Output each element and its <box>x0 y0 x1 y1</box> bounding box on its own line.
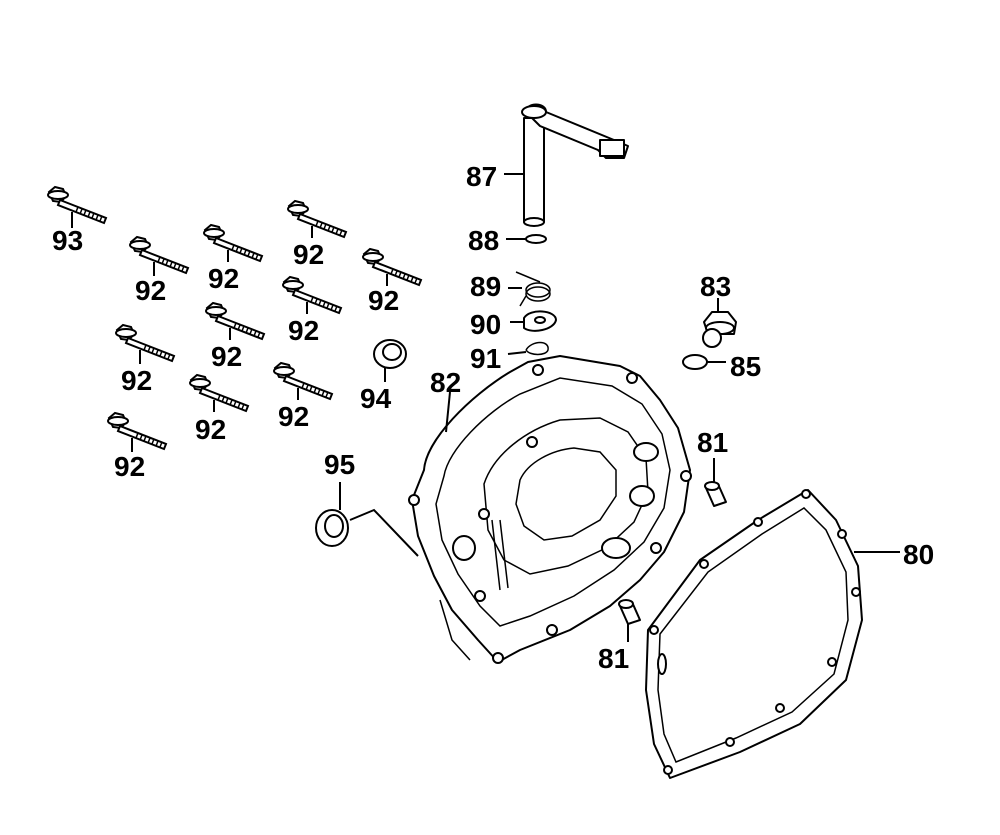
crankcase-cover-82 <box>408 355 692 664</box>
bolt-92-i <box>273 362 333 400</box>
label-93: 93 <box>52 225 83 256</box>
bolt-92-a <box>129 236 189 274</box>
label-88: 88 <box>468 225 499 256</box>
label-81-lower: 81 <box>598 643 629 674</box>
label-92-g: 92 <box>121 365 152 396</box>
label-85: 85 <box>730 351 761 382</box>
label-94: 94 <box>360 383 392 414</box>
label-92-i: 92 <box>278 401 309 432</box>
dowel-pin-81-upper <box>704 481 727 507</box>
circlip-91 <box>525 341 549 356</box>
leader-91 <box>507 351 527 355</box>
bolt-92-b <box>203 224 263 262</box>
label-90: 90 <box>470 309 501 340</box>
filler-cap-83 <box>702 311 737 348</box>
label-92-d: 92 <box>368 285 399 316</box>
bolt-92-h <box>189 374 249 412</box>
bolt-92-f <box>205 302 265 340</box>
oil-seal-95 <box>315 509 349 547</box>
label-92-f: 92 <box>211 341 242 372</box>
label-92-e: 92 <box>288 315 319 346</box>
label-92-a: 92 <box>135 275 166 306</box>
label-95: 95 <box>324 449 355 480</box>
label-82: 82 <box>430 367 461 398</box>
kick-shaft-87 <box>521 103 629 227</box>
label-81-upper: 81 <box>697 427 728 458</box>
gasket-80 <box>645 489 863 779</box>
oil-seal-94 <box>373 339 407 369</box>
bolt-92-e <box>282 276 342 314</box>
label-92-b: 92 <box>208 263 239 294</box>
o-ring-85 <box>682 354 708 370</box>
label-89: 89 <box>470 271 501 302</box>
spring-89 <box>515 271 551 307</box>
bolt-92-c <box>287 200 347 238</box>
collar-90 <box>523 310 557 332</box>
dowel-pin-81-lower <box>618 599 641 625</box>
label-83: 83 <box>700 271 731 302</box>
bolt-92-d <box>362 248 422 286</box>
label-92-c: 92 <box>293 239 324 270</box>
leader-95-target <box>349 508 419 557</box>
bolt-92-g <box>115 324 175 362</box>
label-92-h: 92 <box>195 414 226 445</box>
label-80: 80 <box>903 539 934 570</box>
label-87: 87 <box>466 161 497 192</box>
bolt-92-j <box>107 412 167 450</box>
label-92-j: 92 <box>114 451 145 482</box>
leader-82 <box>445 391 451 433</box>
bolt-93 <box>47 186 107 224</box>
washer-88 <box>525 234 547 244</box>
label-91: 91 <box>470 343 501 374</box>
